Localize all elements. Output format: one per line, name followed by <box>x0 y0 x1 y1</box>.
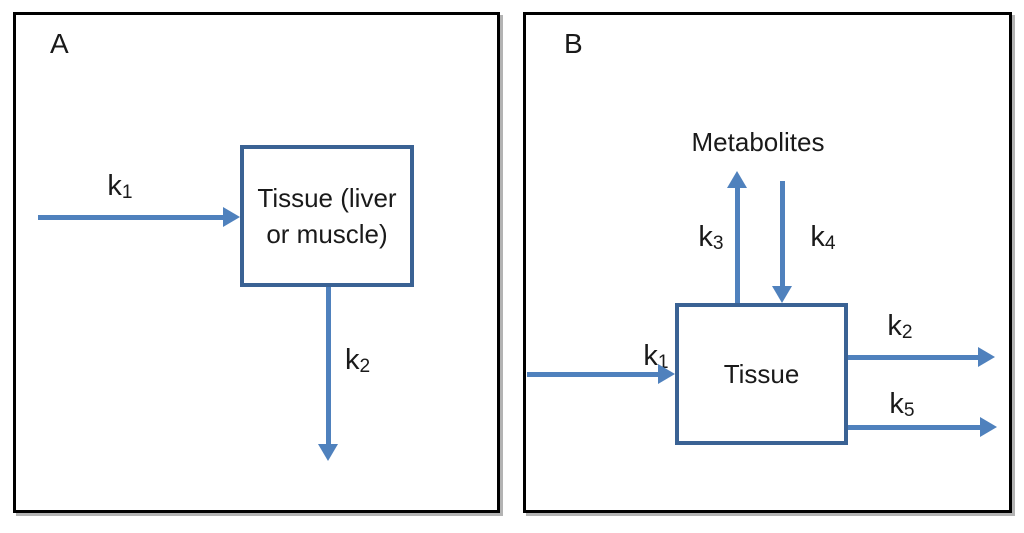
panel-a: A k1 Tissue (liver or muscle) k2 <box>13 12 500 513</box>
k3-label-subscript: 3 <box>712 232 724 254</box>
k4-arrow-panel-b <box>772 181 793 303</box>
tissue-box-panel-b: Tissue <box>675 303 848 445</box>
metabolites-label: Metabolites <box>691 127 825 157</box>
k1-arrow-panel-b <box>527 364 675 385</box>
k5-arrow-panel-b <box>848 417 997 438</box>
k1-arrowhead <box>658 364 675 384</box>
k2-label-base: k <box>887 310 902 342</box>
k3-arrow-panel-b <box>727 171 748 304</box>
k4-label-base: k <box>810 221 825 253</box>
k5-label-subscript: 5 <box>903 399 915 421</box>
k2-arrow-shaft <box>326 287 331 447</box>
k2-label-panel-a: k2 <box>345 344 371 377</box>
k2-label-base: k <box>345 344 360 376</box>
k1-label-panel-b: k1 <box>626 340 686 373</box>
k4-arrowhead <box>772 286 792 303</box>
panel-a-letter: A <box>50 28 69 59</box>
k2-arrowhead <box>978 347 995 367</box>
k1-arrow-panel-a <box>38 207 240 228</box>
k1-label-panel-a: k1 <box>70 170 170 203</box>
k2-label-panel-b: k2 <box>870 310 930 343</box>
k2-label-subscript: 2 <box>359 355 371 377</box>
k1-arrow-shaft <box>38 215 228 220</box>
k1-label-base: k <box>107 170 122 202</box>
k5-label-base: k <box>889 388 904 420</box>
k2-label-subscript: 2 <box>901 321 913 343</box>
tissue-box-a-line2: or muscle) <box>266 219 388 249</box>
panel-b-letter: B <box>564 28 583 59</box>
tissue-box-b-label: Tissue <box>723 359 800 389</box>
k2-arrow-panel-b <box>848 347 995 368</box>
k3-label-base: k <box>698 221 713 253</box>
k1-arrow-shaft <box>527 372 663 377</box>
k2-arrow-panel-a <box>318 287 339 461</box>
k5-arrowhead <box>980 417 997 437</box>
k4-label-subscript: 4 <box>824 232 836 254</box>
k1-label-base: k <box>643 340 658 372</box>
k3-arrowhead <box>727 171 747 188</box>
tissue-box-panel-a: Tissue (liver or muscle) <box>240 145 414 287</box>
k2-arrow-shaft <box>848 355 983 360</box>
tissue-box-a-line1: Tissue (liver <box>257 183 397 213</box>
k1-label-subscript: 1 <box>121 181 133 203</box>
k1-arrowhead <box>223 207 240 227</box>
k2-arrowhead <box>318 444 338 461</box>
k5-arrow-shaft <box>848 425 985 430</box>
k4-arrow-shaft <box>780 181 785 289</box>
k5-label-panel-b: k5 <box>872 388 932 421</box>
k4-label-panel-b: k4 <box>798 221 848 254</box>
k1-label-subscript: 1 <box>657 351 669 373</box>
panel-b: B Metabolites k3 k4 k1 <box>523 12 1012 513</box>
k3-label-panel-b: k3 <box>686 221 736 254</box>
k3-arrow-shaft <box>735 185 740 304</box>
